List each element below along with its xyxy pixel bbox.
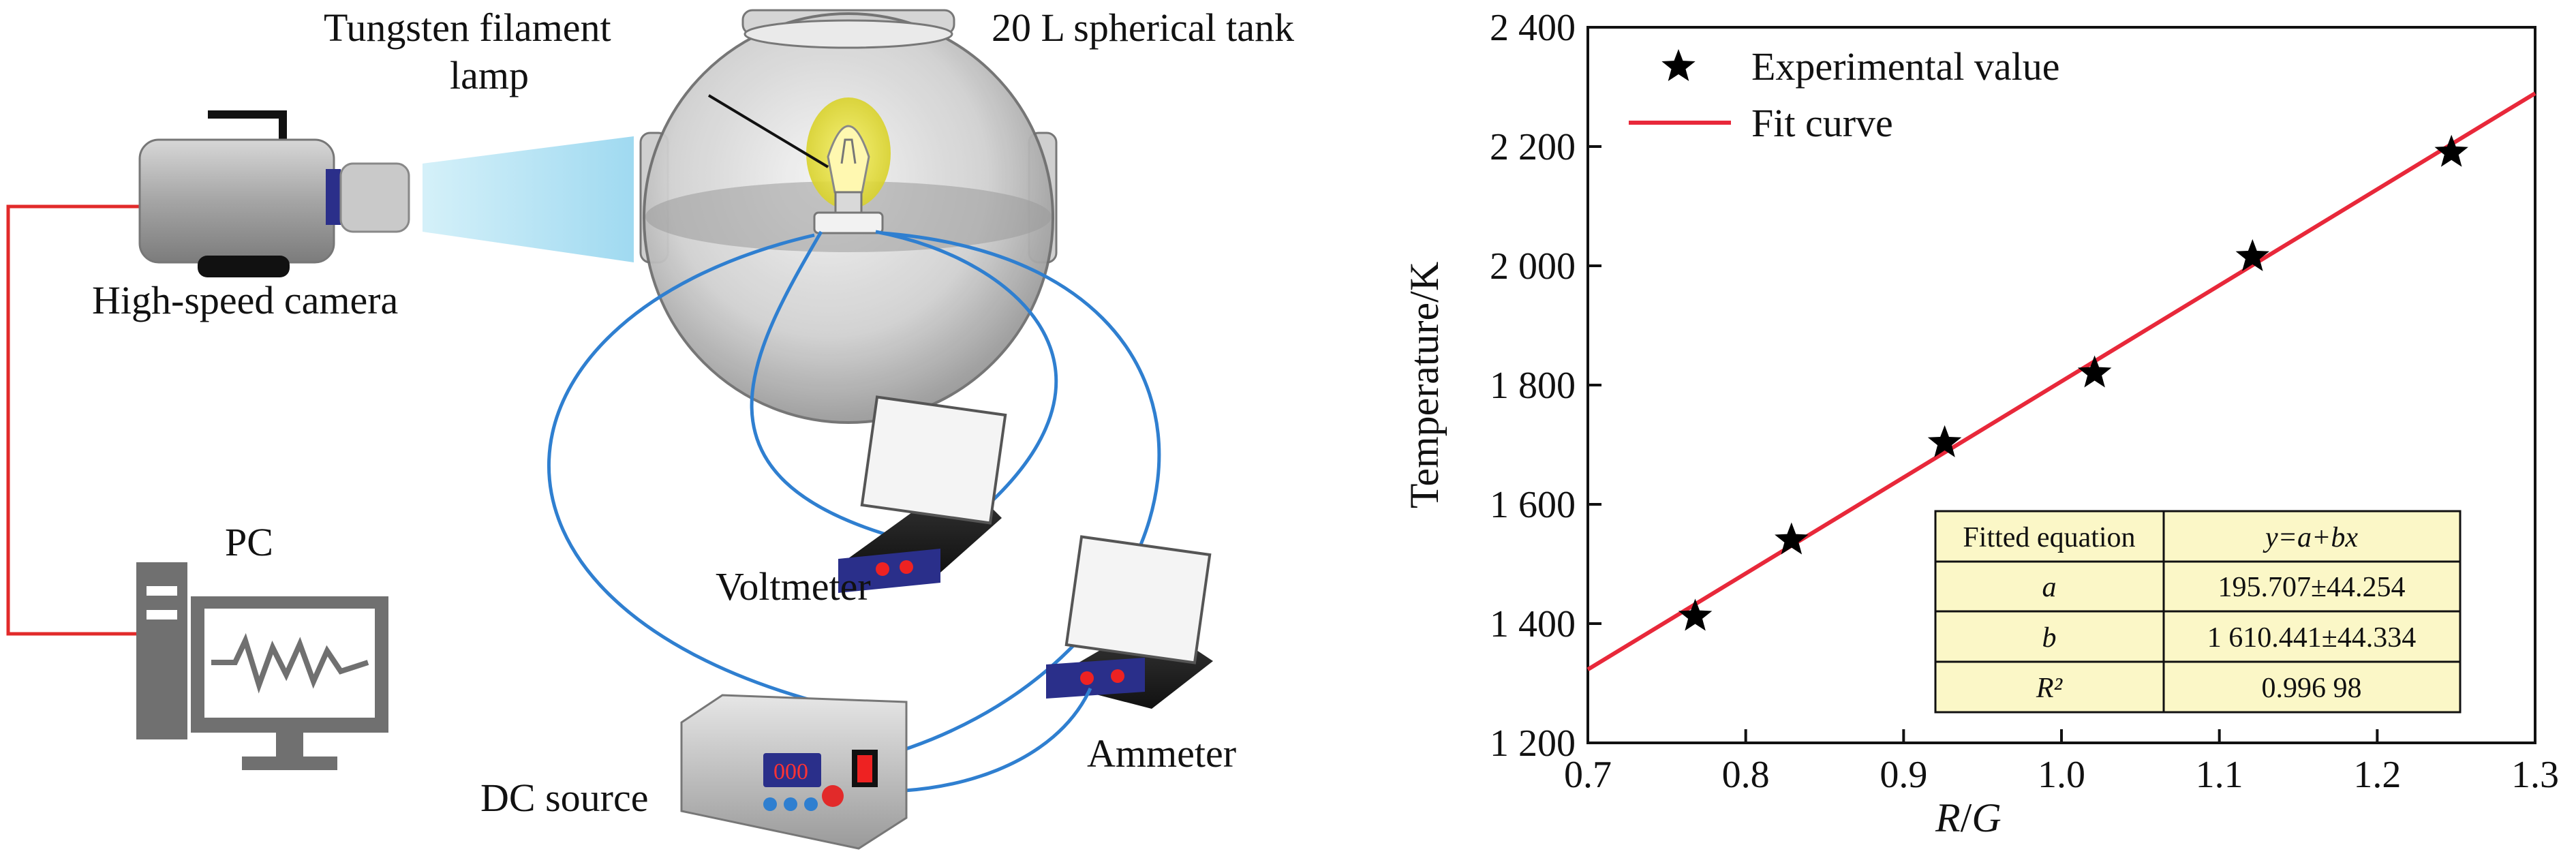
calibration-chart: 0.7 0.8 0.9 1.0 1.1 1.2 1.3 1 200 1 400 1 600 1 80… [1402, 7, 2559, 840]
data-points-layer [1678, 134, 2468, 631]
fit-table: Fitted equation y=a+bx a 195.707±44.254 … [1934, 510, 2462, 714]
pc-icon [136, 562, 388, 770]
table-cell-r0c1: y=a+bx [2263, 522, 2358, 553]
table-cell-r1c1: 195.707±44.254 [2218, 572, 2405, 603]
data-point-star [1927, 425, 1962, 457]
legend-star-marker [1661, 49, 1696, 81]
data-point-star [2434, 134, 2468, 167]
legend: Experimental value Fit curve [1629, 44, 2060, 145]
ammeter-icon [1046, 535, 1213, 709]
ticks-layer: 0.7 0.8 0.9 1.0 1.1 1.2 1.3 1 200 1 400 1 600 1 80… [1490, 7, 2559, 796]
voltmeter-icon [838, 395, 1007, 593]
y-tick-label: 2 400 [1490, 7, 1576, 49]
y-tick-label: 2 200 [1490, 126, 1576, 168]
table-cell-r0c0: Fitted equation [1963, 522, 2135, 553]
dc-source-label: DC source [480, 776, 648, 820]
data-point-star [2235, 239, 2269, 271]
data-point-star [2077, 355, 2112, 388]
table-cell-r3c1: 0.996 98 [2262, 673, 2362, 704]
table-cell-r2c0: b [2042, 622, 2057, 654]
y-tick-label: 1 600 [1490, 484, 1576, 526]
legend-entry-fit: Fit curve [1751, 101, 1893, 145]
x-tick-label: 1.2 [2353, 754, 2401, 796]
x-axis-title-r: R [1935, 795, 1961, 840]
x-tick-label: 0.9 [1880, 754, 1927, 796]
data-point-star [1775, 522, 1809, 555]
voltmeter-label: Voltmeter [716, 564, 871, 609]
y-tick-label: 1 800 [1490, 365, 1576, 407]
camera-label: High-speed camera [92, 278, 398, 322]
high-speed-camera-icon [138, 110, 410, 277]
ammeter-label: Ammeter [1087, 731, 1236, 776]
lamp-label-line2: lamp [450, 53, 529, 97]
lamp-label-line1: Tungsten filament [324, 5, 611, 50]
x-axis-title: R/G [1935, 795, 2002, 840]
pc-label: PC [225, 520, 273, 564]
y-tick-label: 1 400 [1490, 603, 1576, 645]
x-tick-label: 1.1 [2196, 754, 2243, 796]
y-tick-label: 1 200 [1490, 722, 1576, 765]
x-axis-title-sep: / [1961, 795, 1972, 840]
x-tick-label: 0.7 [1564, 754, 1612, 796]
data-point-star [1678, 598, 1713, 631]
x-tick-label: 1.0 [2038, 754, 2085, 796]
lamp-leader-line [707, 94, 829, 168]
apparatus-diagram: High-speed camera Tungsten filament lamp… [6, 5, 1294, 850]
x-axis-title-g: G [1972, 795, 2001, 840]
x-tick-label: 0.8 [1722, 754, 1770, 796]
fit-curve-layer [1586, 91, 2536, 671]
y-tick-label: 2 000 [1490, 245, 1576, 288]
tank-label: 20 L spherical tank [992, 5, 1294, 50]
pc-camera-cable [6, 204, 140, 636]
dc-display: 000 [773, 759, 808, 784]
x-tick-label: 1.3 [2511, 754, 2559, 796]
wiring [547, 230, 1161, 765]
table-cell-r3c0: R² [2036, 673, 2064, 704]
fit-curve-line [1586, 91, 2536, 671]
table-cell-r2c1: 1 610.441±44.334 [2207, 622, 2417, 654]
light-beam [423, 136, 634, 262]
legend-entry-experimental: Experimental value [1751, 44, 2060, 89]
dc-source-icon: 000 [680, 694, 908, 850]
tungsten-lamp-icon [806, 97, 891, 234]
table-cell-r1c0: a [2042, 572, 2057, 603]
y-axis-title: Temperature/K [1402, 262, 1447, 508]
